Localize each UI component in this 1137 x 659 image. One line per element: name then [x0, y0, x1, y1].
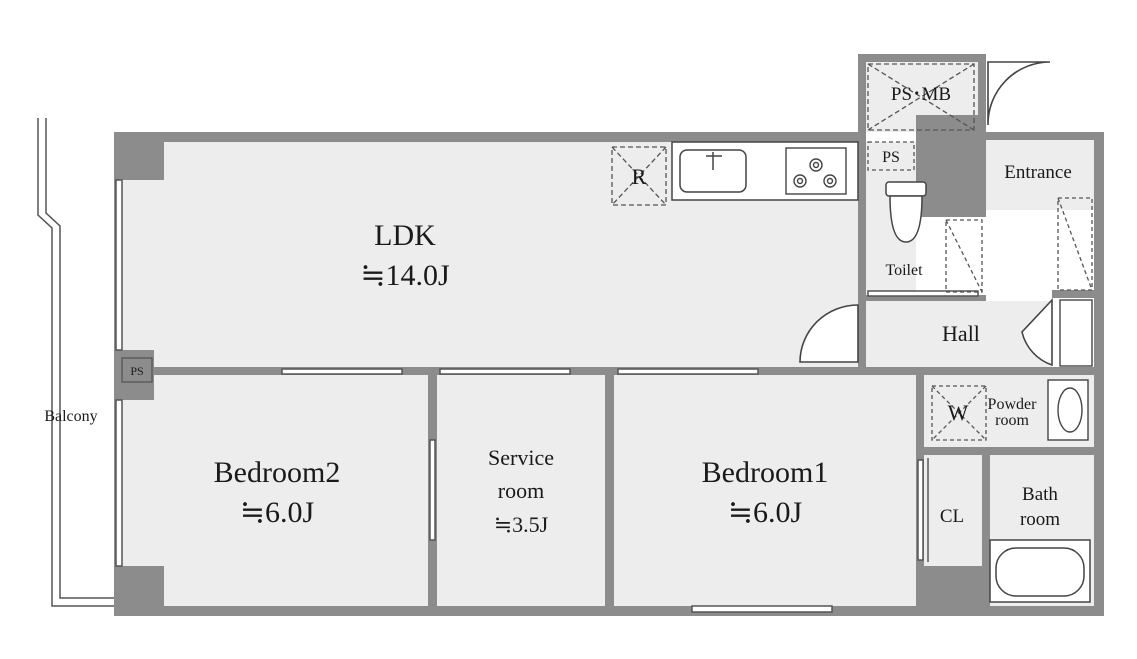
bedroom2-name: Bedroom2: [214, 456, 341, 489]
ps-top-label: PS: [882, 149, 900, 166]
bathtub-icon: [989, 539, 1091, 603]
windows: [115, 179, 979, 613]
ps-mb-box: [121, 63, 975, 383]
refrigerator-space: [611, 146, 667, 206]
powder-room-line1: Powder: [988, 396, 1038, 413]
bath-room-line2: room: [1020, 509, 1060, 530]
powder-room-line2: room: [995, 412, 1029, 429]
ps-mb-label: PS･MB: [891, 84, 951, 105]
washbasin-icon: [1047, 379, 1089, 441]
washer-w-label: W: [948, 400, 969, 425]
hall-label: Hall: [942, 321, 980, 346]
bedroom1-area: ≒6.0J: [728, 496, 803, 529]
ldk-name: LDK: [374, 219, 436, 252]
entrance-label: Entrance: [1004, 162, 1072, 183]
kitchen-sink-icon: [679, 149, 747, 193]
hall-storage: [1059, 299, 1093, 367]
toilet-icon: [885, 181, 927, 243]
service-room-line1: Service: [488, 445, 554, 470]
entrance-storage: [945, 197, 1093, 293]
service-room-line2: room: [498, 478, 544, 503]
washer-space: [931, 385, 987, 441]
ps-left-label: PS: [130, 364, 143, 378]
stove-burners-icon: [785, 147, 847, 195]
closet-label: CL: [940, 506, 964, 527]
bath-room-line1: Bath: [1022, 484, 1058, 505]
balcony-label: Balcony: [44, 408, 97, 425]
door-swing-icon: [799, 61, 1053, 367]
bedroom1-name: Bedroom1: [702, 456, 829, 489]
bedroom2-area: ≒6.0J: [240, 496, 315, 529]
toilet-label: Toilet: [885, 262, 923, 279]
refrigerator-label: R: [632, 164, 647, 189]
ldk-area: ≒14.0J: [360, 259, 450, 292]
balcony-outline: [37, 118, 114, 607]
service-room-area: ≒3.5J: [494, 512, 549, 537]
kitchen-counter: [671, 141, 859, 201]
